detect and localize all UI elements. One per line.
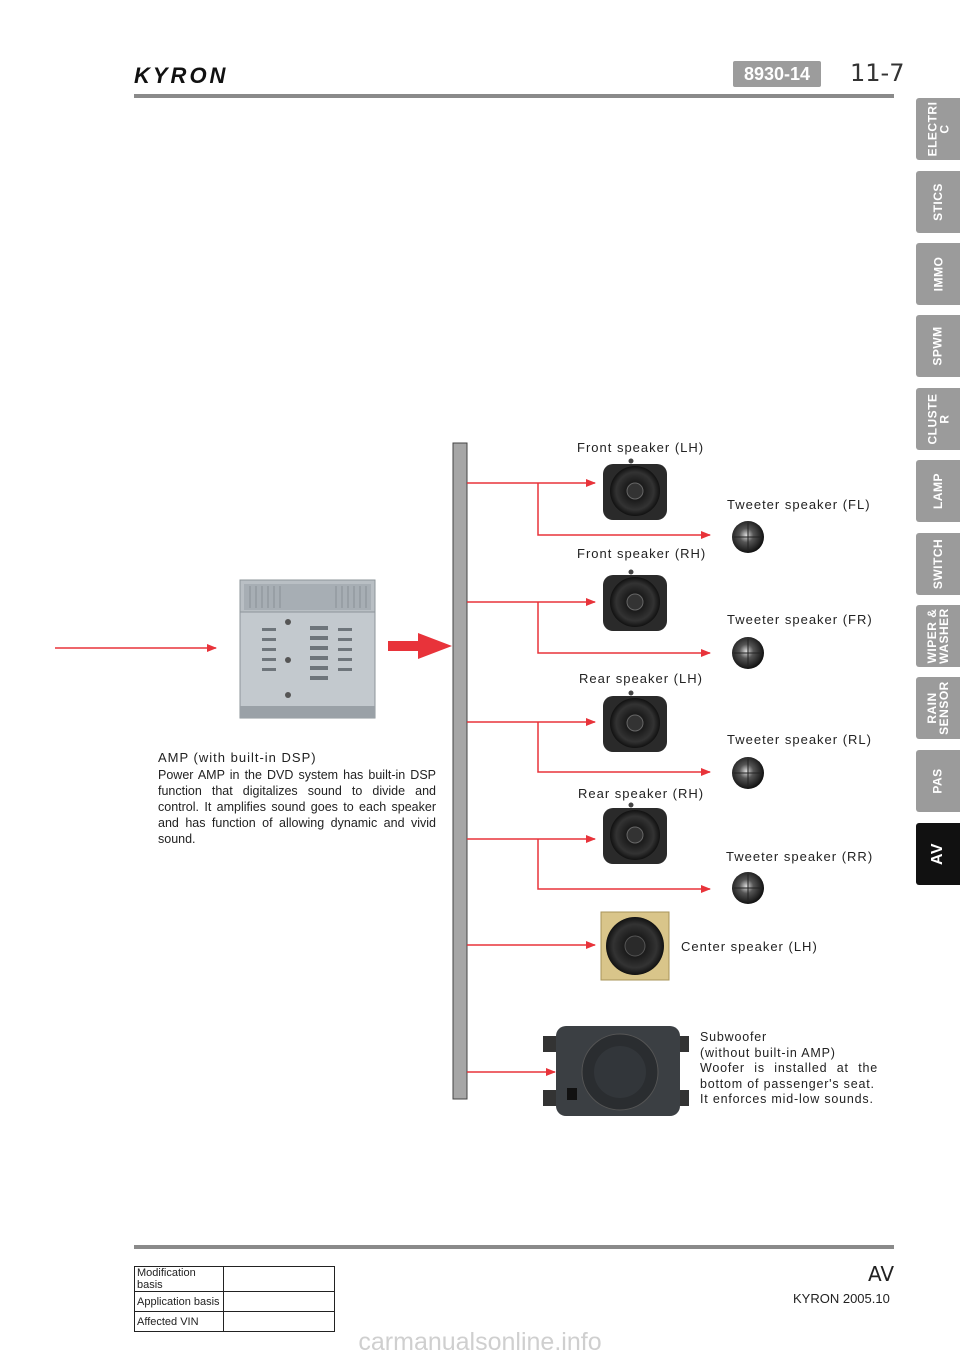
footer-model-date: KYRON 2005.10 xyxy=(793,1291,890,1306)
line-tweeter-fr xyxy=(537,602,711,657)
front-rh-speaker-image xyxy=(603,569,667,631)
footer-rule xyxy=(134,1245,894,1249)
side-tab[interactable]: PAS xyxy=(916,750,960,812)
table-label: Application basis xyxy=(134,1291,224,1312)
section-code-badge: 8930-14 xyxy=(733,61,821,87)
amp-title: AMP (with built-in DSP) xyxy=(158,750,317,765)
table-value xyxy=(223,1266,335,1292)
side-tab[interactable]: IMMO xyxy=(916,243,960,305)
subwoofer-subtitle: (without built-in AMP) xyxy=(700,1045,836,1060)
table-label: Affected VIN xyxy=(134,1311,224,1332)
side-tab[interactable]: WIPER & WASHER xyxy=(916,605,960,667)
side-tab[interactable]: STICS xyxy=(916,171,960,233)
side-tab[interactable]: SWITCH xyxy=(916,533,960,595)
side-tab[interactable]: SPWM xyxy=(916,315,960,377)
label-tweeter-fr: Tweeter speaker (FR) xyxy=(727,612,873,627)
table-row: Modification basis xyxy=(134,1266,335,1292)
label-front-rh: Front speaker (RH) xyxy=(577,546,707,561)
side-tab[interactable]: LAMP xyxy=(916,460,960,522)
footer-section: AV xyxy=(868,1262,895,1286)
page-number: 11-7 xyxy=(850,59,905,87)
tweeter-fl-image xyxy=(732,521,764,553)
table-value xyxy=(223,1311,335,1332)
rear-rh-speaker-image xyxy=(603,802,667,864)
label-tweeter-fl: Tweeter speaker (FL) xyxy=(727,497,871,512)
kyron-logo: KYRON xyxy=(134,64,228,88)
label-rear-lh: Rear speaker (LH) xyxy=(579,671,703,686)
table-row: Affected VIN xyxy=(134,1311,335,1332)
logo-text: KYRON xyxy=(134,64,228,88)
table-label: Modification basis xyxy=(134,1266,224,1292)
line-tweeter-rl xyxy=(537,722,711,776)
amp-output-arrow xyxy=(388,633,452,659)
watermark: carmanualsonline.info xyxy=(358,1328,602,1356)
subwoofer-title: Subwoofer xyxy=(700,1030,767,1044)
amp-description: Power AMP in the DVD system has built-in… xyxy=(158,768,436,846)
label-front-lh: Front speaker (LH) xyxy=(577,440,705,455)
line-tweeter-rr xyxy=(537,839,711,893)
tweeter-rr-image xyxy=(732,872,764,904)
amp-unit-image xyxy=(239,579,376,719)
rear-lh-speaker-image xyxy=(603,690,667,752)
tweeter-fr-image xyxy=(732,637,764,669)
modification-table: Modification basis Application basis Aff… xyxy=(134,1266,335,1332)
table-value xyxy=(223,1291,335,1312)
subwoofer-description: Subwoofer (without built-in AMP) Woofer … xyxy=(700,1030,878,1108)
label-tweeter-rr: Tweeter speaker (RR) xyxy=(726,849,874,864)
center-speaker-image xyxy=(600,911,670,981)
front-lh-speaker-image xyxy=(603,458,667,520)
tweeter-rl-image xyxy=(732,757,764,789)
header-rule xyxy=(134,94,894,98)
subwoofer-function: It enforces mid-low sounds. xyxy=(700,1092,874,1106)
label-center-lh: Center speaker (LH) xyxy=(681,939,818,954)
subwoofer-image xyxy=(543,1026,689,1116)
side-tab[interactable]: RAIN SENSOR xyxy=(916,677,960,739)
table-row: Application basis xyxy=(134,1291,335,1312)
signal-bus-bar xyxy=(452,442,468,1100)
label-tweeter-rl: Tweeter speaker (RL) xyxy=(727,732,872,747)
side-tab[interactable]: CLUSTE R xyxy=(916,388,960,450)
side-tab[interactable]: ELECTRI C xyxy=(916,98,960,160)
label-rear-rh: Rear speaker (RH) xyxy=(578,786,705,801)
subwoofer-location: Woofer is installed at the bottom of pas… xyxy=(700,1061,878,1091)
line-tweeter-fl xyxy=(537,483,711,539)
side-tab[interactable]: AV xyxy=(916,823,960,885)
